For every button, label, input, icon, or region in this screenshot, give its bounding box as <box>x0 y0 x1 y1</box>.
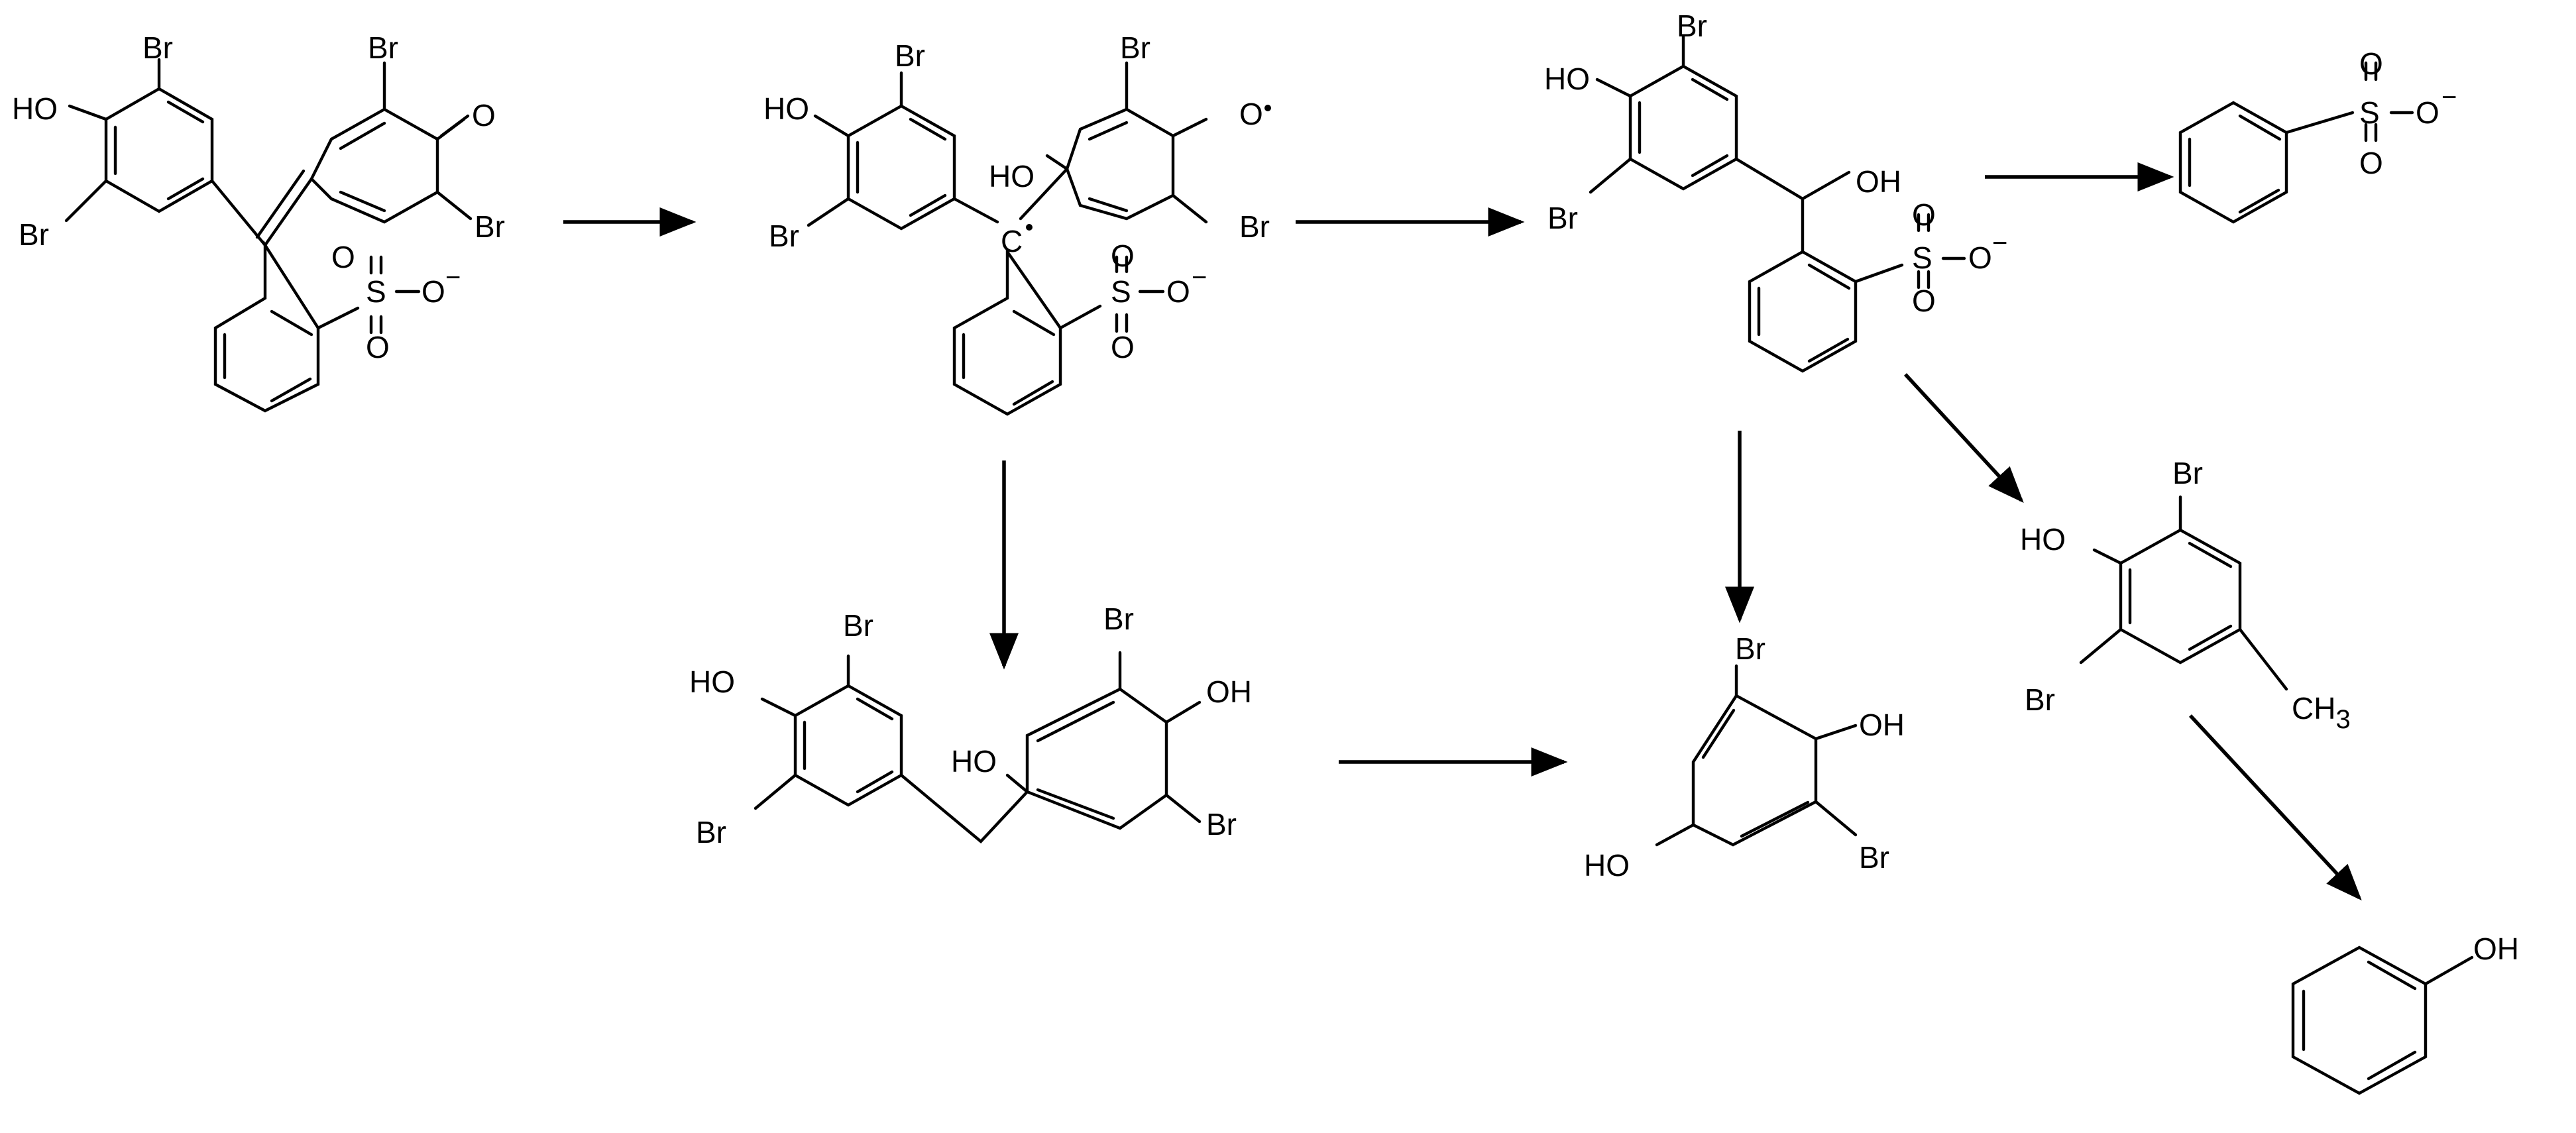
label-s: S <box>366 274 386 309</box>
label-oh: OH <box>2473 932 2519 966</box>
label-br: Br <box>1677 9 1707 43</box>
molecule-dibromo-cyclohexadiene-diol: Br OH Br HO <box>1584 631 1905 883</box>
label-ho: HO <box>1544 62 1590 96</box>
molecule-dibromo-cresol: Br HO Br CH3 <box>2020 456 2351 734</box>
label-o: O <box>1111 330 1135 364</box>
label-subscript-3: 3 <box>2335 705 2350 734</box>
label-br: Br <box>895 38 925 73</box>
label-br: Br <box>843 608 873 643</box>
label-minus: − <box>1192 263 1207 292</box>
label-s: S <box>1111 274 1131 309</box>
label-s: S <box>2359 95 2380 130</box>
label-o: O <box>421 274 445 309</box>
label-s: S <box>1912 241 1932 275</box>
label-ho: HO <box>951 744 997 779</box>
label-br: Br <box>769 219 799 253</box>
label-o: O <box>1166 274 1190 309</box>
label-br: Br <box>2172 456 2203 490</box>
label-ho: HO <box>689 665 735 699</box>
label-br: Br <box>1859 840 1889 875</box>
label-br: Br <box>1206 807 1237 841</box>
molecule-radical-intermediate: HO Br Br C HO Br O Br O S O − O <box>763 30 1271 416</box>
label-o: O <box>1968 241 1992 275</box>
molecule-bromophenol-blue: HO Br Br Br O Br O S O − O <box>12 30 505 413</box>
molecule-benzenesulfonate: O S O − O <box>2178 46 2457 224</box>
label-ch3: CH3 <box>2292 691 2351 734</box>
label-br: Br <box>2025 682 2055 717</box>
label-oh: OH <box>1206 674 1252 709</box>
label-br: Br <box>1103 602 1134 636</box>
label-o: O <box>1239 97 1263 131</box>
label-ho: HO <box>2020 522 2066 557</box>
label-o: O <box>1912 197 1936 232</box>
label-minus: − <box>2441 83 2457 112</box>
label-br: Br <box>475 209 505 244</box>
label-o: O <box>2359 46 2383 81</box>
label-ho: HO <box>1584 848 1630 883</box>
label-o: O <box>472 98 496 133</box>
molecule-carbinol-intermediate: HO Br Br OH O S O − O <box>1544 9 2007 373</box>
label-br: Br <box>696 815 726 849</box>
label-br: Br <box>1547 201 1578 235</box>
label-o: O <box>2416 95 2439 130</box>
label-o: O <box>2359 146 2383 180</box>
arrow-cresol-to-phenol <box>2188 714 2362 901</box>
label-br: Br <box>1120 30 1150 65</box>
label-ho: HO <box>989 159 1035 193</box>
label-ch: CH <box>2292 691 2335 726</box>
label-minus: − <box>445 263 461 292</box>
label-o: O <box>366 330 390 364</box>
label-o: O <box>1912 284 1936 318</box>
molecule-phenol: OH <box>2291 932 2519 1095</box>
label-br: Br <box>142 30 173 65</box>
label-br: Br <box>1239 209 1270 244</box>
label-o: O <box>1111 239 1135 273</box>
label-o: O <box>331 240 355 274</box>
label-br: Br <box>1735 631 1765 666</box>
reaction-arrows <box>563 162 2362 901</box>
label-oh: OH <box>1856 164 1901 199</box>
label-br: Br <box>19 217 49 252</box>
label-oh: OH <box>1859 708 1905 742</box>
molecule-methylene-intermediate: HO Br Br HO Br OH Br <box>689 602 1252 849</box>
label-minus: − <box>1992 229 2007 258</box>
label-c: C <box>1001 224 1023 258</box>
label-ho: HO <box>12 91 58 126</box>
label-ho: HO <box>763 91 809 126</box>
arrow-3-to-cresol <box>1903 373 2024 504</box>
label-br: Br <box>368 30 398 65</box>
